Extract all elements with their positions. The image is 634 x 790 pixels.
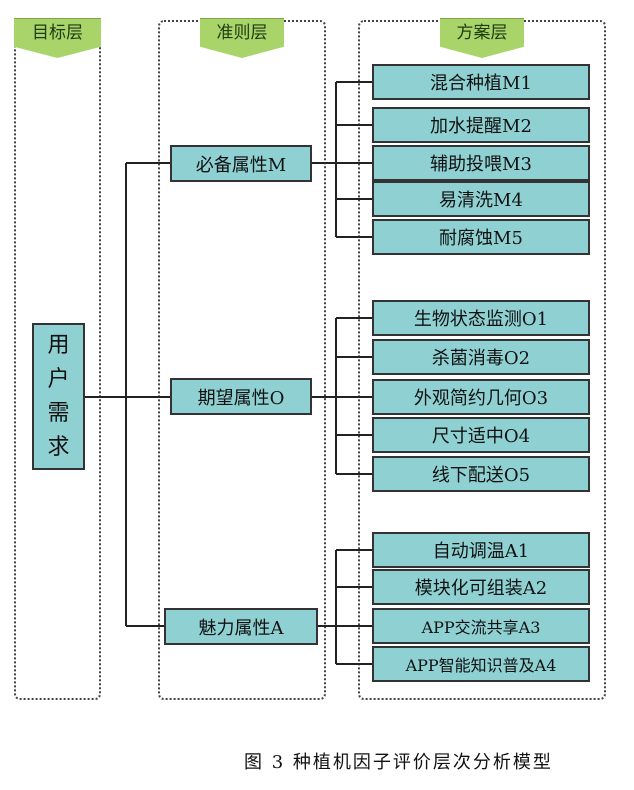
goal-layer-header: 目标层	[14, 18, 101, 58]
scheme-box-o4: 尺寸适中O4	[372, 417, 590, 453]
goal-char: 户	[47, 366, 70, 392]
scheme-box-m2: 加水提醒M2	[372, 107, 590, 143]
scheme-box-m3: 辅助投喂M3	[372, 145, 590, 181]
scheme-box-m5: 耐腐蚀M5	[372, 219, 590, 255]
goal-box-user-needs: 用 户 需 求	[32, 323, 85, 470]
scheme-box-m4: 易清洗M4	[372, 181, 590, 217]
scheme-box-o1: 生物状态监测O1	[372, 300, 590, 336]
figure-caption: 图 3 种植机因子评价层次分析模型	[244, 752, 553, 773]
scheme-box-o2: 杀菌消毒O2	[372, 339, 590, 375]
goal-char: 用	[47, 332, 70, 358]
criteria-box-essential: 必备属性M	[170, 145, 312, 182]
scheme-box-o5: 线下配送O5	[372, 456, 590, 492]
criteria-box-expected: 期望属性O	[170, 378, 312, 415]
goal-char: 求	[47, 434, 70, 460]
scheme-box-a4: APP智能知识普及A4	[372, 646, 590, 682]
scheme-box-a1: 自动调温A1	[372, 532, 590, 568]
scheme-box-a2: 模块化可组装A2	[372, 569, 590, 605]
scheme-box-o3: 外观简约几何O3	[372, 379, 590, 415]
criteria-box-attractive: 魅力属性A	[164, 608, 318, 645]
goal-char: 需	[47, 400, 70, 426]
scheme-box-m1: 混合种植M1	[372, 64, 590, 100]
scheme-box-a3: APP交流共享A3	[372, 608, 590, 644]
